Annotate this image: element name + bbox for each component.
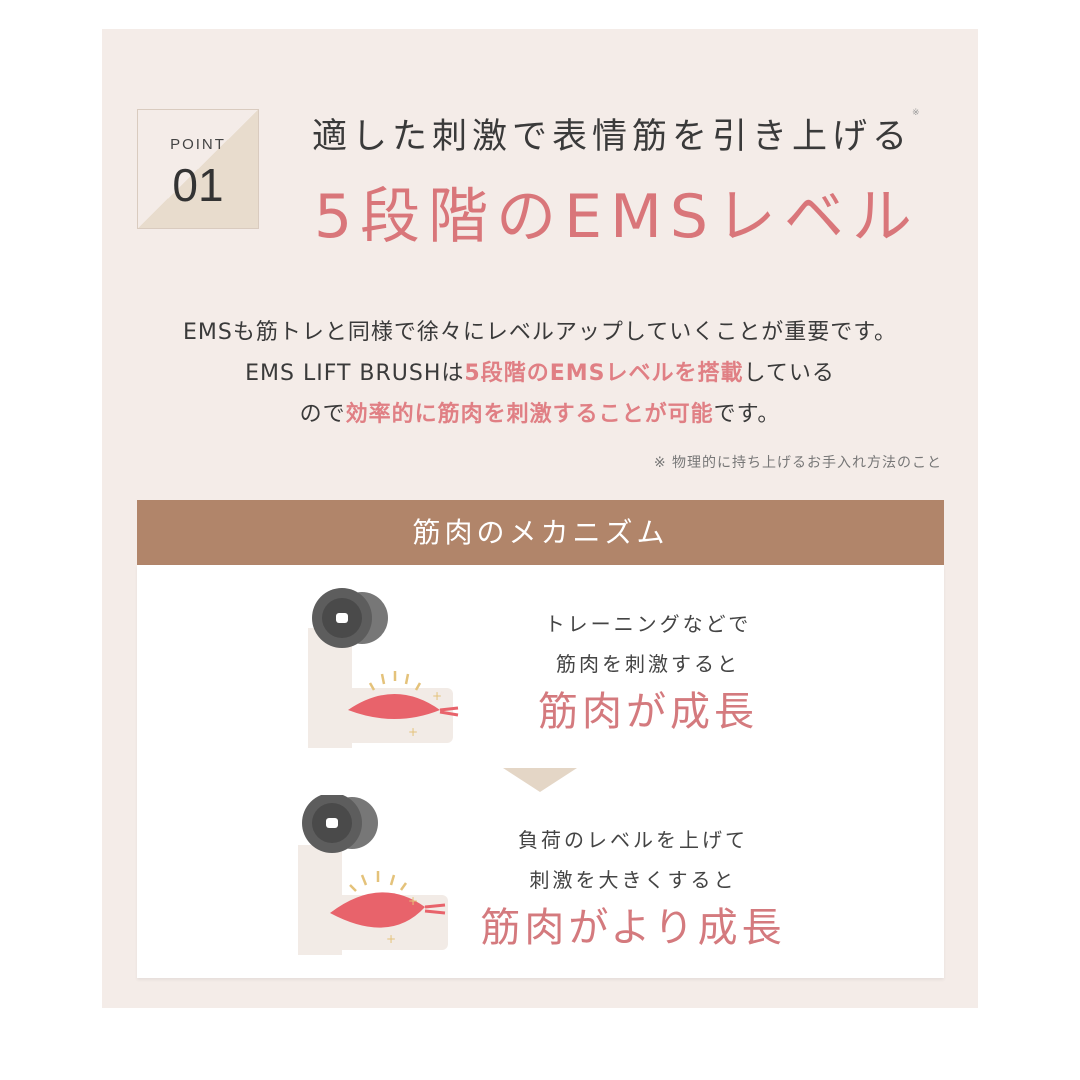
svg-text:+: + <box>408 894 418 908</box>
point-badge: POINT 01 <box>137 109 259 229</box>
text: EMS LIFT BRUSHは <box>245 361 465 386</box>
stage-2-line-2: 刺激を大きくすると <box>529 868 737 892</box>
footnote-mark: ※ <box>912 108 920 118</box>
text: ので <box>299 402 346 427</box>
subtitle-text: 適した刺激で表情筋を引き上げる <box>312 117 913 157</box>
stage-1-result: 筋肉が成長 <box>538 689 758 735</box>
stage-2-text: 負荷のレベルを上げて 刺激を大きくすると 筋肉がより成長 <box>468 820 798 956</box>
section-subtitle: 適した刺激で表情筋を引き上げる※ <box>312 108 920 159</box>
footnote: ※ 物理的に持ち上げるお手入れ方法のこと <box>653 455 942 471</box>
stage-2-result: 筋肉がより成長 <box>480 905 786 951</box>
svg-text:+: + <box>432 689 442 703</box>
section-title: 5段階のEMSレベル <box>314 182 920 252</box>
highlight-text: 5段階のEMSレベルを搭載 <box>464 361 744 386</box>
point-number: 01 <box>172 159 224 211</box>
highlight-text: 効率的に筋肉を刺激することが可能 <box>345 402 714 427</box>
arm-dumbbell-large-muscle-icon: + + <box>298 795 448 955</box>
point-label: POINT <box>170 136 226 153</box>
description-line-2: EMS LIFT BRUSHは5段階のEMSレベルを搭載している <box>110 353 970 394</box>
text: です。 <box>713 402 781 427</box>
svg-text:+: + <box>408 725 418 739</box>
text: している <box>743 361 835 386</box>
description-line-3: ので効率的に筋肉を刺激することが可能です。 <box>110 394 970 435</box>
down-arrow-icon <box>503 768 577 792</box>
stage-1-line-1: トレーニングなどで <box>544 612 752 636</box>
svg-text:+: + <box>386 932 396 946</box>
arm-dumbbell-icon: + + <box>308 588 459 748</box>
stage-1-line-2: 筋肉を刺激すると <box>556 652 740 676</box>
stage-2-line-1: 負荷のレベルを上げて <box>518 828 748 852</box>
description: EMSも筋トレと同様で徐々にレベルアップしていくことが重要です。 EMS LIF… <box>110 312 970 435</box>
stage-1-text: トレーニングなどで 筋肉を刺激すると 筋肉が成長 <box>498 604 798 740</box>
badge-corner-decoration <box>138 110 258 228</box>
description-line-1: EMSも筋トレと同様で徐々にレベルアップしていくことが重要です。 <box>183 320 897 345</box>
mechanism-heading: 筋肉のメカニズム <box>137 500 944 565</box>
